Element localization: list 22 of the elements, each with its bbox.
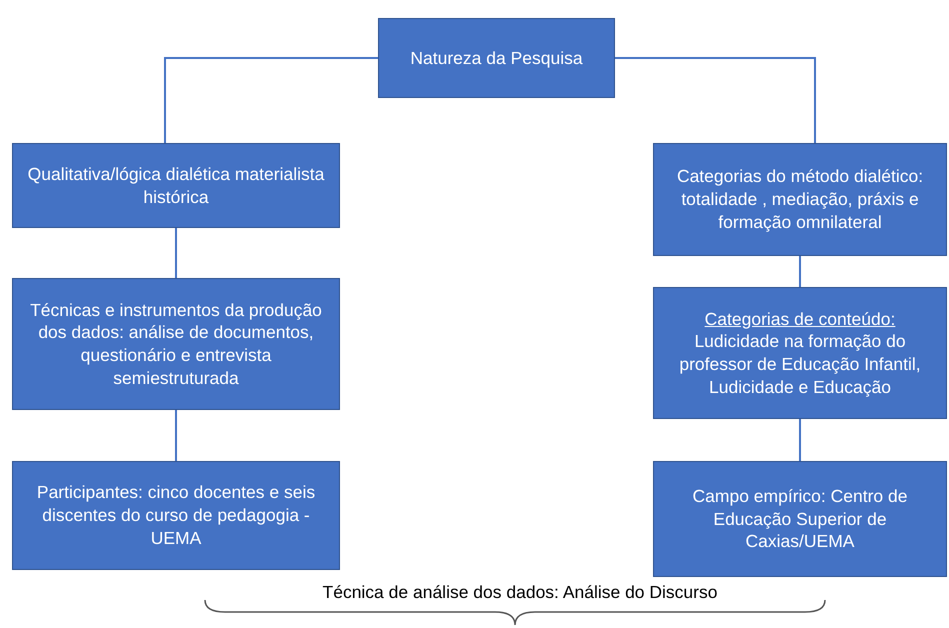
process-box (653, 287, 947, 419)
connector-line (615, 57, 816, 143)
process-box (653, 143, 947, 256)
box-text: Campo empírico: Centro de Educação Superior de Caxias/UEMA (692, 484, 908, 554)
process-box (12, 143, 340, 228)
note-text: Técnica de análise dos dados: Análise do Discurso (322, 582, 718, 603)
process-box (653, 461, 947, 577)
connector-line (164, 57, 378, 143)
connector-line (175, 410, 177, 461)
box-text: Natureza da Pesquisa (410, 46, 583, 70)
box-text: Qualitativa/lógica dialética materialista histórica (26, 162, 326, 208)
box-text: Técnicas e instrumentos da produção dos dados: análise de documentos, questionário e entrevista semiestruturada (29, 298, 323, 390)
box-text: Participantes: cinco docentes e seis discentes do curso de pedagogia -UEMA (36, 481, 316, 550)
connector-line (799, 256, 801, 287)
box-heading: Categorias de conteúdo: (704, 308, 896, 330)
connector-line (799, 419, 801, 461)
box-text: Categorias do método dialético: totalidade , mediação, práxis e formação omnilateral (676, 165, 924, 234)
process-box (12, 278, 340, 410)
connector-line (175, 228, 177, 278)
process-box (378, 18, 615, 98)
box-text: Ludicidade na formação do professor de Educação Infantil, Ludicidade e Educação (678, 330, 922, 398)
process-box (12, 461, 340, 570)
